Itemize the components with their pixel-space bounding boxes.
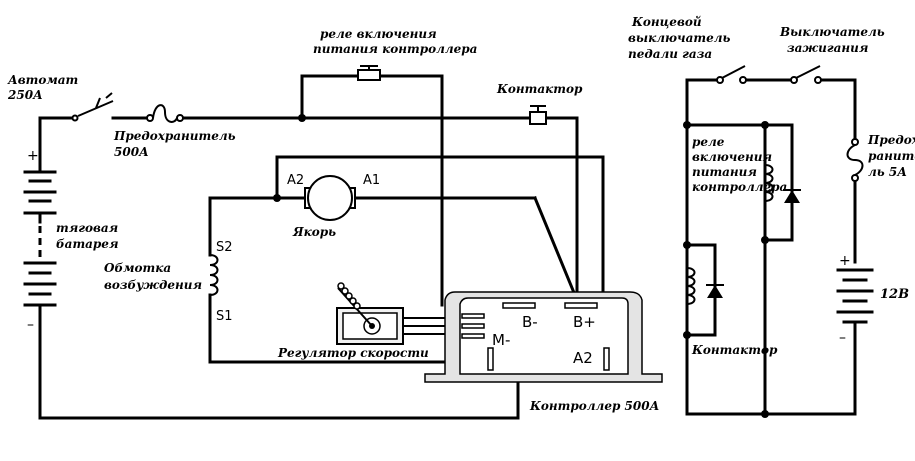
relay-diode [783, 189, 801, 203]
field-winding-label-line1: Обмотка [104, 261, 171, 275]
ignition-switch-label: Выключатель зажигания [779, 25, 885, 55]
relay-top-label: реле включения питания контроллера [313, 27, 477, 56]
relay-contact-top [357, 65, 381, 81]
main-fuse-label-line1: Предохранитель [113, 129, 236, 143]
ignition-switch-label-line2: зажигания [787, 41, 868, 55]
pedal-switch-label-line2: выключатель [628, 31, 730, 45]
ignition-switch-label-line1: Выключатель [779, 25, 885, 39]
terminal-s1: S1 [216, 309, 233, 324]
field-winding-label-line2: возбуждения [104, 278, 202, 292]
polarity-plus-right: + [839, 253, 851, 269]
breaker-label-line2: 250А [7, 88, 43, 102]
relay-right-label-line3: питания [692, 165, 757, 179]
terminal-a2-controller: A2 [573, 349, 593, 367]
breaker-label-line1: Автомат [7, 73, 78, 87]
contactor-contact-top [529, 105, 547, 125]
pedal-switch-label-line1: Концевой [631, 15, 702, 29]
small-fuse-label: Предох раните ль 5А [867, 133, 915, 179]
contactor-right-label: Контактор [691, 343, 778, 357]
ignition-switch [790, 65, 822, 84]
terminal-b-minus: B- [522, 313, 538, 331]
aux-battery-label: 12В [880, 287, 909, 302]
pedal-limit-switch [716, 65, 747, 84]
control-wires [685, 78, 857, 416]
traction-battery-label-line1: тяговая [56, 221, 118, 235]
small-fuse-symbol [846, 138, 864, 182]
small-fuse-label-line3: ль 5А [868, 165, 907, 179]
armature-label: Якорь [292, 225, 336, 239]
contactor-coil-right [686, 267, 696, 305]
relay-coil-right [764, 164, 774, 202]
speed-regulator-label: Регулятор скорости [277, 346, 429, 360]
main-fuse-symbol [146, 104, 184, 123]
terminal-s2: S2 [216, 240, 233, 255]
relay-right-label-line4: контроллера [692, 180, 787, 194]
relay-right-label-line1: реле [692, 135, 725, 149]
small-fuse-label-line2: раните [868, 149, 915, 163]
armature-motor [304, 175, 356, 221]
controller-label: Контроллер 500А [529, 399, 659, 413]
pedal-switch-label-line3: педали газа [628, 47, 712, 61]
breaker-label: Автомат 250А [7, 73, 78, 102]
terminal-a1-motor: A1 [363, 173, 380, 188]
polarity-plus-left: + [27, 148, 39, 164]
polarity-minus-right: – [839, 330, 846, 346]
field-winding-coil [209, 254, 219, 296]
controller-body [424, 291, 663, 383]
traction-battery-symbol [23, 148, 57, 324]
terminal-a2-motor: A2 [287, 173, 304, 188]
aux-battery-symbol [836, 268, 874, 324]
traction-battery-label: тяговая батарея [56, 221, 119, 251]
traction-battery-label-line2: батарея [56, 237, 119, 251]
contactor-top-label: Контактор [496, 82, 583, 96]
relay-top-label-line1: реле включения [320, 27, 437, 41]
power-wires [38, 74, 605, 420]
terminal-b-plus: B+ [573, 313, 596, 331]
relay-right-label-line2: включения [692, 150, 772, 164]
contactor-diode [706, 284, 724, 298]
polarity-minus-left: – [27, 317, 34, 333]
main-fuse-label: Предохранитель 500А [113, 129, 236, 159]
main-fuse-label-line2: 500А [114, 145, 149, 159]
terminal-m-minus: M- [492, 331, 510, 349]
small-fuse-label-line1: Предох [867, 133, 915, 147]
relay-right-label: реле включения питания контроллера [692, 135, 787, 194]
field-winding-label: Обмотка возбуждения [104, 261, 202, 292]
relay-top-label-line2: питания контроллера [313, 42, 477, 56]
breaker-symbol [71, 92, 114, 122]
pedal-switch-label: Концевой выключатель педали газа [628, 15, 730, 61]
